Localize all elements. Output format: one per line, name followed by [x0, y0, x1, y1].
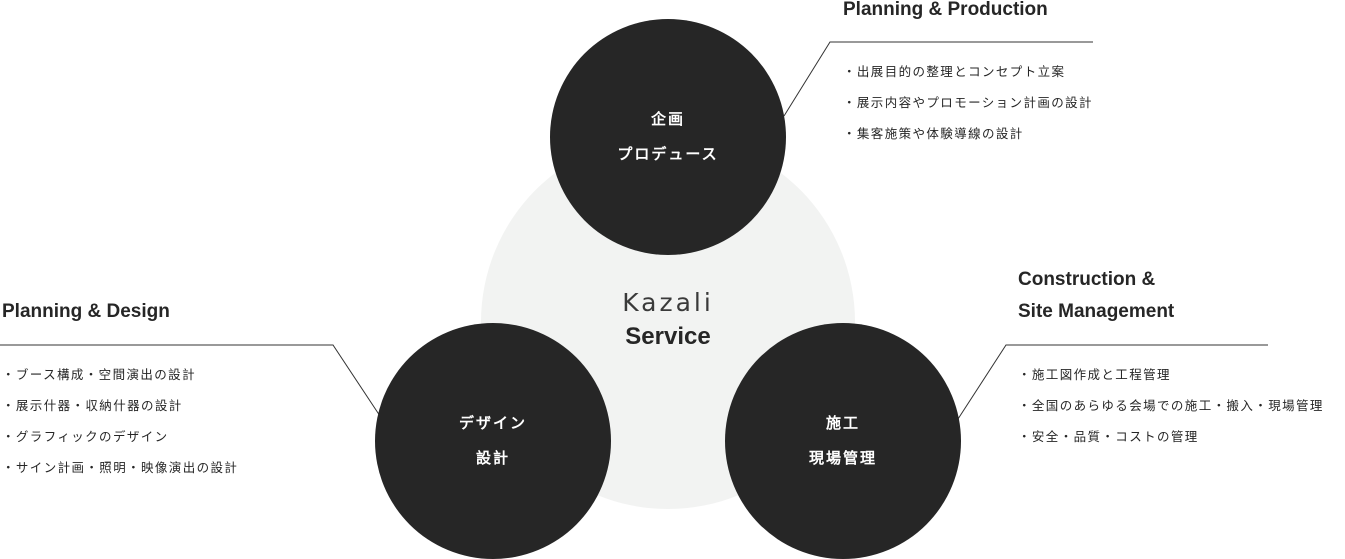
list-item: ・展示内容やプロモーション計画の設計 — [843, 95, 1093, 110]
list-item: ・展示什器・収納什器の設計 — [2, 398, 183, 413]
service-label: Service — [625, 323, 711, 350]
kazali-logo: Kazali — [622, 288, 714, 317]
center-brand: Kazali Service — [588, 286, 748, 354]
construction-circle-line2: 現場管理 — [808, 449, 877, 467]
construction-list: ・施工図作成と工程管理 ・全国のあらゆる会場での施工・搬入・現場管理 ・安全・品… — [1018, 359, 1324, 452]
design-circle: デザイン 設計 — [375, 323, 611, 559]
list-item: ・全国のあらゆる会場での施工・搬入・現場管理 — [1018, 398, 1324, 413]
list-item: ・グラフィックのデザイン — [2, 429, 169, 444]
planning-circle-line2: プロデュース — [617, 145, 719, 163]
construction-circle: 施工 現場管理 — [725, 323, 961, 559]
planning-circle-line1: 企画 — [650, 110, 685, 128]
planning-heading: Planning & Production — [843, 0, 1048, 20]
planning-list: ・出展目的の整理とコンセプト立案 ・展示内容やプロモーション計画の設計 ・集客施… — [843, 56, 1093, 149]
design-circle-line1: デザイン — [458, 414, 527, 432]
list-item: ・サイン計画・照明・映像演出の設計 — [2, 460, 239, 475]
connector-planning — [783, 41, 1093, 117]
construction-heading-line2: Site Management — [1018, 301, 1175, 322]
list-item: ・出展目的の整理とコンセプト立案 — [843, 64, 1066, 79]
design-heading: Planning & Design — [2, 301, 170, 322]
list-item: ・集客施策や体験導線の設計 — [843, 126, 1024, 141]
planning-circle: 企画 プロデュース — [550, 19, 786, 255]
connector-construction — [957, 344, 1268, 420]
construction-heading-line1: Construction & — [1018, 269, 1156, 290]
construction-heading: Construction & Site Management — [1018, 264, 1174, 328]
connector-design — [0, 344, 381, 417]
construction-circle-line1: 施工 — [825, 414, 860, 432]
list-item: ・安全・品質・コストの管理 — [1018, 429, 1199, 444]
design-circle-line2: 設計 — [475, 449, 510, 467]
list-item: ・ブース構成・空間演出の設計 — [2, 367, 196, 382]
design-list: ・ブース構成・空間演出の設計 ・展示什器・収納什器の設計 ・グラフィックのデザイ… — [2, 359, 238, 483]
list-item: ・施工図作成と工程管理 — [1018, 367, 1171, 382]
